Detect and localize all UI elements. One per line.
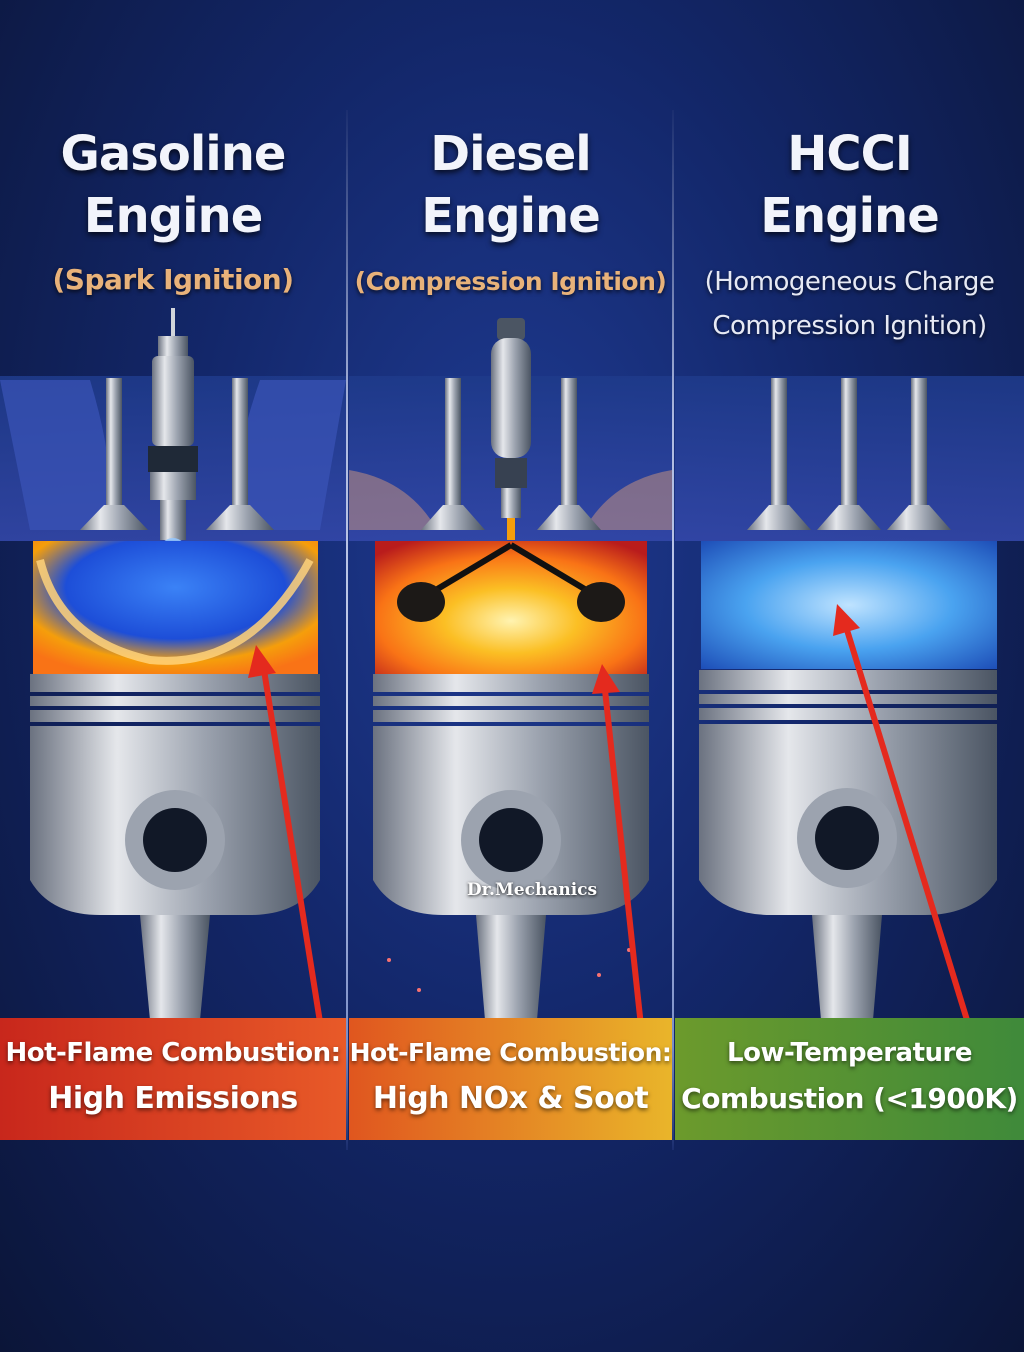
diesel-result-band: Hot-Flame Combustion: High NOx & Soot [349, 1018, 672, 1140]
diesel-engine-panel: Diesel Engine (Compression Ignition) [349, 0, 672, 1352]
blue-glow-icon [701, 541, 997, 669]
gasoline-title-line-2: Engine [83, 188, 264, 244]
gasoline-title-line-1: Gasoline [60, 126, 287, 182]
hcci-subtitle-line-2: Compression Ignition) [712, 311, 987, 341]
diesel-title-line-1: Diesel [430, 126, 591, 182]
gasoline-result-band: Hot-Flame Combustion: High Emissions [0, 1018, 346, 1140]
hcci-title-line-2: Engine [760, 188, 940, 244]
diesel-subtitle: (Compression Ignition) [354, 267, 667, 296]
intake-valve-stem [106, 378, 122, 508]
hcci-engine-illustration [675, 376, 1024, 1021]
flame-front-icon [33, 541, 318, 674]
hcci-title-line-1: HCCI [787, 126, 912, 182]
diesel-result-line-1: Hot-Flame Combustion: [349, 1038, 672, 1067]
gasoline-result-line-1: Hot-Flame Combustion: [5, 1038, 341, 1068]
hcci-result-line-2: Combustion (<1900K) [681, 1082, 1018, 1115]
gasoline-result-line-2: High Emissions [48, 1081, 298, 1116]
wrist-pin-hole [143, 808, 207, 872]
diesel-title-line-2: Engine [421, 188, 601, 244]
fuel-injector-icon [491, 318, 531, 540]
hcci-result-band: Low-Temperature Combustion (<1900K) [675, 1018, 1024, 1140]
panel-divider [346, 110, 348, 1150]
exhaust-valve-stem [232, 378, 248, 508]
connecting-rod [140, 915, 210, 1020]
gasoline-engine-panel: Gasoline Engine (Spark Ignition) [0, 0, 346, 1352]
watermark: Dr.Mechanics [466, 880, 598, 900]
hcci-result-line-1: Low-Temperature [727, 1038, 972, 1068]
hcci-subtitle-line-1: (Homogeneous Charge [704, 267, 995, 297]
hcci-engine-panel: HCCI Engine (Homogeneous Charge Compress… [675, 0, 1024, 1352]
panel-divider [672, 110, 674, 1150]
diesel-result-line-2: High NOx & Soot [372, 1081, 649, 1116]
gasoline-subtitle: (Spark Ignition) [52, 263, 294, 296]
diesel-engine-illustration [349, 318, 672, 1027]
pointer-arrow [261, 669, 323, 1023]
gasoline-engine-illustration [0, 308, 346, 1023]
